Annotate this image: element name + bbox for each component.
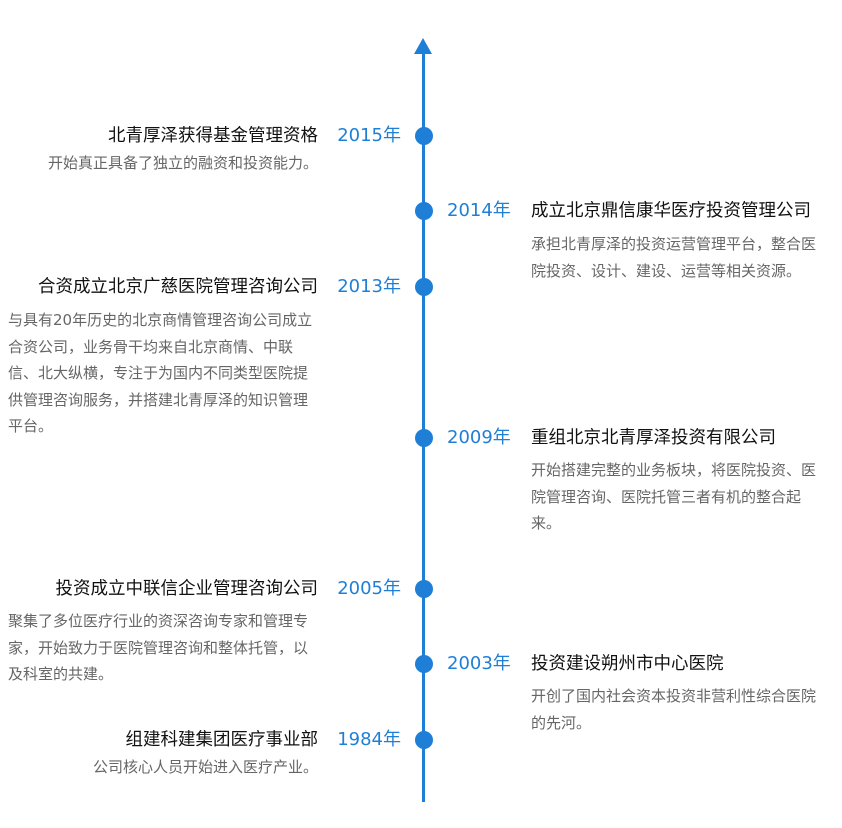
year-label-2005: 2005年	[337, 578, 401, 599]
event-desc-2013: 与具有20年历史的北京商情管理咨询公司成立合资公司，业务骨干均来自北京商情、中联…	[8, 311, 313, 435]
year-label-2014: 2014年	[447, 200, 511, 221]
event-title-2015: 北青厚泽获得基金管理资格	[108, 126, 318, 146]
timeline-dot-2003	[414, 655, 433, 673]
year-label-2003: 2003年	[447, 653, 511, 674]
timeline-dot-1984	[414, 731, 433, 749]
event-desc-1984: 公司核心人员开始进入医疗产业。	[92, 758, 318, 776]
event-title-2003: 投资建设朔州市中心医院	[531, 654, 724, 674]
event-desc-2014: 承担北青厚泽的投资运营管理平台，整合医院投资、设计、建设、运营等相关资源。	[531, 235, 817, 280]
year-label-2013: 2013年	[337, 276, 401, 297]
event-title-2009: 重组北京北青厚泽投资有限公司	[531, 428, 776, 448]
year-label-2009: 2009年	[447, 427, 511, 448]
event-title-1984: 组建科建集团医疗事业部	[125, 730, 319, 750]
event-desc-2015: 开始真正具备了独立的融资和投资能力。	[47, 154, 318, 172]
timeline-dot-2005	[414, 580, 433, 598]
timeline-dot-2014	[414, 202, 433, 220]
event-title-2005: 投资成立中联信企业管理咨询公司	[55, 579, 319, 599]
event-title-2013: 合资成立北京广慈医院管理咨询公司	[38, 277, 318, 297]
event-title-2014: 成立北京鼎信康华医疗投资管理公司	[531, 201, 811, 221]
year-label-2015: 2015年	[337, 125, 401, 146]
timeline-dot-2009	[414, 429, 433, 447]
timeline-axis	[422, 50, 425, 802]
event-desc-2005: 聚集了多位医疗行业的资深咨询专家和管理专家，开始致力于医院管理咨询和整体托管，以…	[8, 612, 309, 683]
event-desc-2009: 开始搭建完整的业务板块，将医院投资、医院管理咨询、医院托管三者有机的整合起来。	[531, 461, 817, 532]
event-desc-2003: 开创了国内社会资本投资非营利性综合医院的先河。	[531, 687, 817, 732]
timeline-dot-2015	[414, 127, 433, 145]
timeline-dot-2013	[414, 278, 433, 296]
year-label-1984: 1984年	[337, 729, 401, 750]
arrow-up-icon	[414, 38, 432, 54]
